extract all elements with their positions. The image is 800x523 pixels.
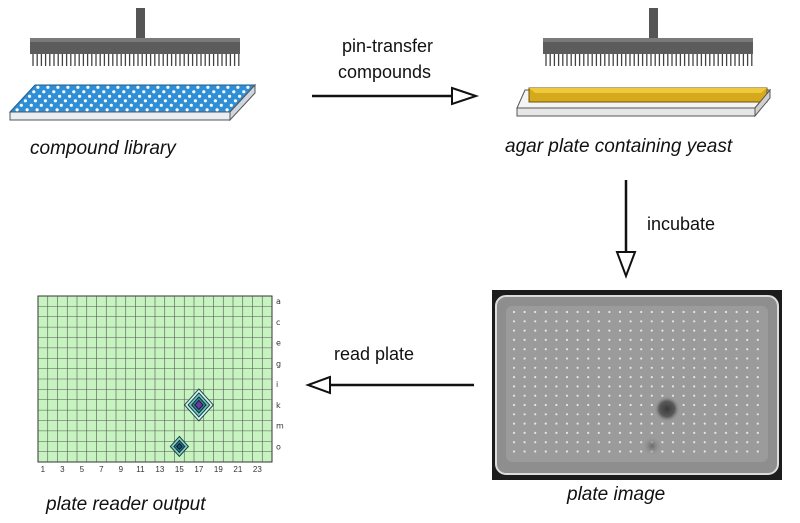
col-label: 23 bbox=[253, 465, 262, 474]
col-label: 3 bbox=[60, 465, 65, 474]
pin-tool-left-icon bbox=[30, 8, 240, 66]
agar-plate-icon bbox=[516, 87, 772, 118]
read-plate-label: read plate bbox=[334, 344, 415, 364]
row-label: g bbox=[276, 359, 281, 368]
col-label: 21 bbox=[233, 465, 242, 474]
col-label: 19 bbox=[214, 465, 223, 474]
col-label: 9 bbox=[119, 465, 124, 474]
row-label: c bbox=[276, 318, 280, 327]
transfer-arrow-icon bbox=[312, 86, 480, 106]
read-plate-arrow-icon bbox=[305, 375, 474, 395]
row-label: a bbox=[276, 297, 281, 306]
col-label: 1 bbox=[41, 465, 46, 474]
row-label: o bbox=[276, 442, 281, 451]
compound-library-plate-icon bbox=[8, 83, 257, 122]
plate-reader-caption: plate reader output bbox=[46, 494, 206, 515]
col-label: 13 bbox=[155, 465, 164, 474]
plate-image-caption: plate image bbox=[567, 484, 666, 505]
hit-contour bbox=[194, 399, 204, 411]
agar-plate-caption: agar plate containing yeast bbox=[505, 136, 733, 157]
col-label: 15 bbox=[175, 465, 184, 474]
compounds-label: compounds bbox=[338, 62, 432, 82]
col-label: 17 bbox=[194, 465, 203, 474]
row-label: i bbox=[276, 380, 278, 389]
incubate-label: incubate bbox=[647, 214, 716, 234]
row-label: e bbox=[276, 339, 281, 348]
incubate-arrow-icon bbox=[615, 180, 637, 279]
col-label: 7 bbox=[99, 465, 104, 474]
col-label: 11 bbox=[136, 465, 145, 474]
compound-library-caption: compound library bbox=[30, 138, 176, 159]
row-label: m bbox=[276, 422, 284, 431]
pin-tool-right-icon bbox=[543, 8, 753, 66]
col-label: 5 bbox=[80, 465, 85, 474]
plate-photo bbox=[492, 290, 782, 480]
hit-contour bbox=[176, 442, 183, 451]
row-label: k bbox=[276, 401, 281, 410]
pin-transfer-label: pin-transfer bbox=[342, 36, 434, 56]
